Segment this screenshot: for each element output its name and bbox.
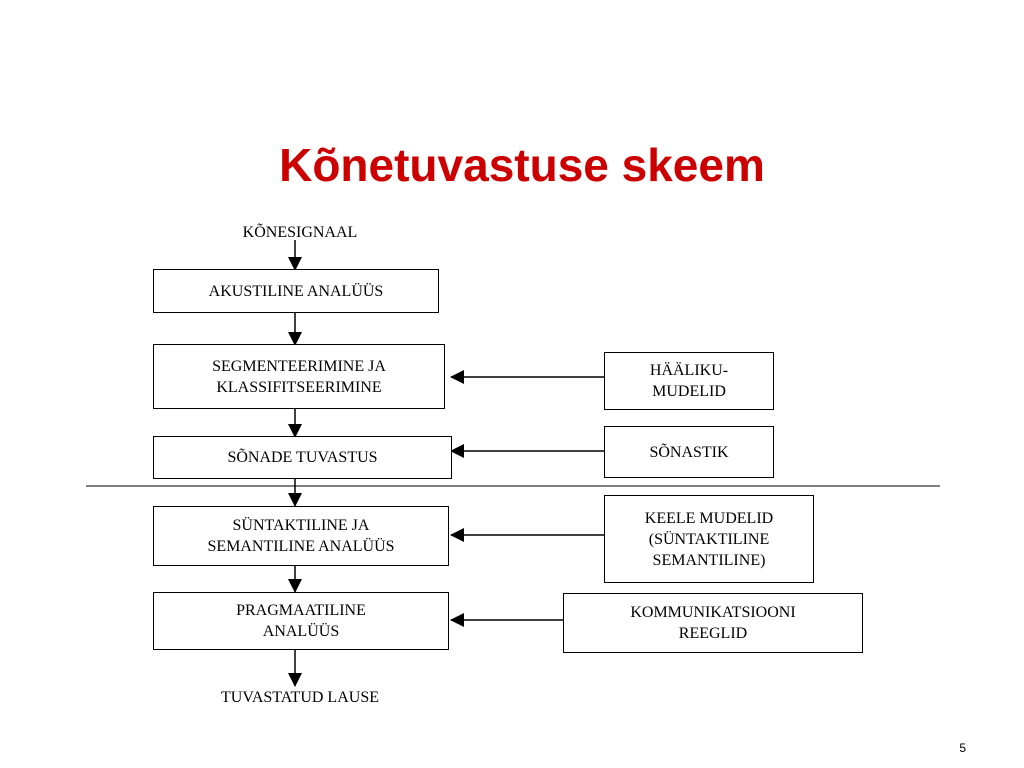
process-box-syntactic-semantic: SÜNTAKTILINE JA SEMANTILINE ANALÜÜS <box>153 506 449 566</box>
page-number: 5 <box>959 741 966 755</box>
slide-title: Kõnetuvastuse skeem <box>279 139 765 191</box>
process-box-pragmatic: PRAGMAATILINE ANALÜÜS <box>153 592 449 650</box>
knowledge-box-lexicon: SÕNASTIK <box>604 426 774 478</box>
knowledge-box-communication-rules: KOMMUNIKATSIOONI REEGLID <box>563 593 863 653</box>
process-box-acoustic-analysis: AKUSTILINE ANALÜÜS <box>153 269 439 313</box>
process-box-word-recognition: SÕNADE TUVASTUS <box>153 436 452 479</box>
process-box-segmentation: SEGMENTEERIMINE JA KLASSIFITSEERIMINE <box>153 344 445 409</box>
input-label: KÕNESIGNAAL <box>242 224 358 241</box>
knowledge-box-phone-models: HÄÄLIKU- MUDELID <box>604 352 774 410</box>
output-label: TUVASTATUD LAUSE <box>221 689 379 706</box>
knowledge-box-language-models: KEELE MUDELID (SÜNTAKTILINE SEMANTILINE) <box>604 495 814 583</box>
